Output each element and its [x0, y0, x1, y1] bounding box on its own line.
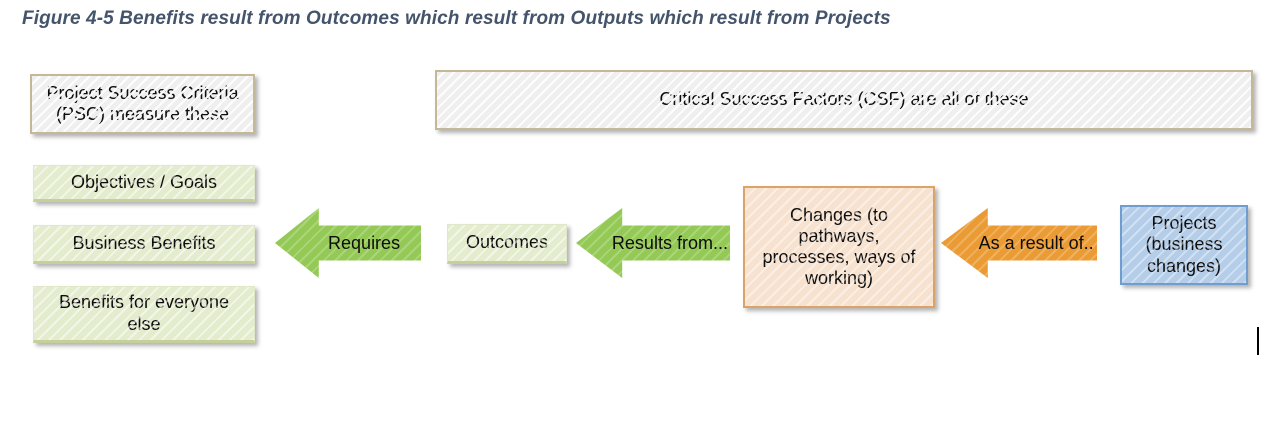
node-benefits-for-everyone-else[interactable]: Benefits for everyone else [33, 286, 255, 343]
node-projects-label: Projects (business changes) [1145, 213, 1223, 276]
node-project-success-criteria[interactable]: Project Success Criteria (PSC) measure t… [30, 74, 255, 134]
node-critical-success-factors[interactable]: Critical Success Factors (CSF) are all o… [435, 70, 1253, 130]
node-project-success-criteria-label: Project Success Criteria (PSC) measure t… [46, 82, 239, 124]
node-changes-label: Changes (to pathways, processes, ways of… [762, 204, 916, 289]
node-projects[interactable]: Projects (business changes) [1120, 205, 1248, 285]
arrow-as-a-result-of-label: As a result of.. [978, 232, 1094, 253]
arrow-as-a-result-of[interactable]: As a result of.. [941, 208, 1097, 278]
node-business-benefits-label: Business Benefits [72, 232, 216, 253]
node-benefits-for-everyone-else-label: Benefits for everyone else [58, 292, 230, 334]
node-objectives-goals-label: Objectives / Goals [70, 171, 218, 192]
text-caret [1257, 327, 1259, 355]
node-changes[interactable]: Changes (to pathways, processes, ways of… [743, 186, 935, 308]
arrow-results-from[interactable]: Results from... [576, 208, 730, 278]
node-objectives-goals[interactable]: Objectives / Goals [33, 165, 255, 202]
node-outcomes[interactable]: Outcomes [447, 224, 567, 264]
node-business-benefits[interactable]: Business Benefits [33, 225, 255, 264]
arrow-results-from-label: Results from... [611, 232, 728, 253]
arrow-requires-label: Requires [328, 232, 401, 253]
figure-caption: Figure 4-5 Benefits result from Outcomes… [22, 8, 891, 29]
node-critical-success-factors-label: Critical Success Factors (CSF) are all o… [659, 89, 1029, 110]
node-outcomes-label: Outcomes [465, 232, 549, 253]
arrow-requires[interactable]: Requires [275, 208, 421, 278]
